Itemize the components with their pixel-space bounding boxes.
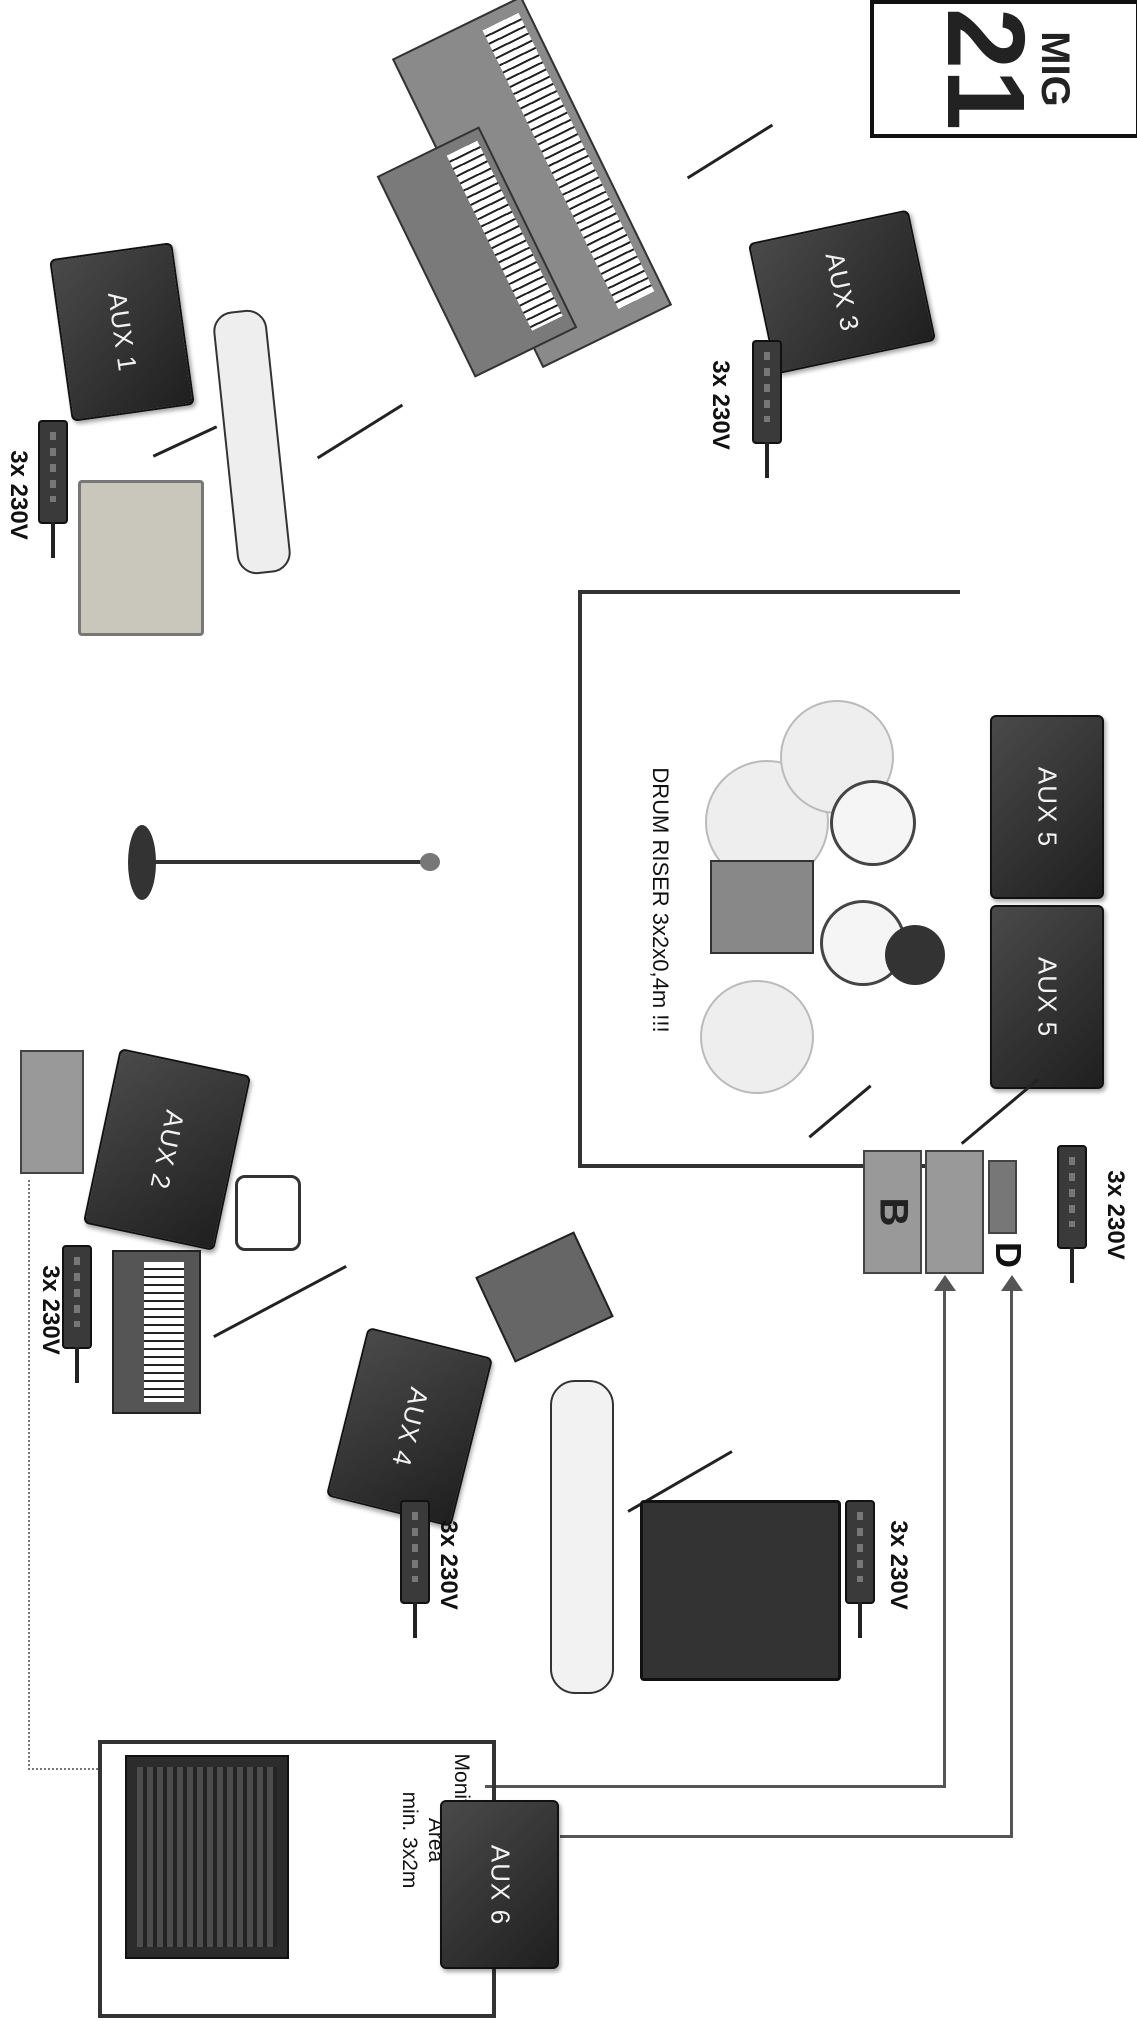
monitor-aux1: AUX 1 (49, 242, 195, 422)
vocal-mic-head (420, 853, 440, 871)
power-strip-left-bottom (62, 1245, 92, 1383)
mic-stand-aux1 (152, 425, 218, 458)
monitor-aux6: AUX 6 (440, 1800, 559, 1969)
cable-line-c-bottom (28, 1768, 98, 1770)
vocal-mic-stand (140, 860, 430, 864)
mixing-desk (125, 1755, 289, 1959)
drum-kit (700, 700, 945, 1094)
stagebox-d-label: D (988, 1242, 1029, 1268)
logo-text-bottom: 21 (924, 7, 1047, 131)
stagebox-small (988, 1160, 1017, 1234)
arrow-b-icon (934, 1275, 956, 1291)
monitor-aux5-a-label: AUX 5 (1032, 766, 1063, 848)
drum-riser (578, 590, 960, 1168)
monitor-aux6-label: AUX 6 (485, 1844, 515, 1925)
mic-stand-keys (686, 123, 774, 180)
cable-line-d-vertical (1010, 1288, 1013, 1838)
monitor-aux4: AUX 4 (325, 1326, 494, 1528)
monitor-aux1-label: AUX 1 (102, 290, 143, 374)
power-label-aux4: 3x 230V (435, 1520, 462, 1610)
power-strip-drums (1057, 1145, 1087, 1283)
vocal-mic-base (128, 825, 156, 900)
monitor-aux2: AUX 2 (82, 1048, 252, 1251)
mic-stand-guitar (316, 403, 404, 460)
power-strip-keys (752, 340, 782, 478)
drum-riser-label: DRUM RISER 3x2x0,4m !!! (648, 767, 673, 1033)
cable-line-b-vertical (943, 1288, 946, 1788)
keyboard-mini (475, 1231, 614, 1363)
power-strip-bass-amp (845, 1500, 875, 1638)
cable-line-b (485, 1785, 945, 1788)
cable-line-d (560, 1835, 1013, 1838)
stagebox-second (925, 1150, 984, 1274)
bass-amp (640, 1500, 841, 1681)
arrow-d-icon (1001, 1275, 1023, 1291)
monitor-aux2-label: AUX 2 (144, 1107, 191, 1192)
power-label-drums: 3x 230V (1102, 1170, 1129, 1260)
monitor-aux5-b: AUX 5 (990, 905, 1104, 1089)
power-strip-left-top (38, 420, 68, 558)
stagebox-b: B (863, 1150, 922, 1274)
monitor-aux5-b-label: AUX 5 (1032, 956, 1063, 1038)
band-logo: MIG 21 (870, 0, 1137, 138)
stagebox-c (20, 1050, 84, 1174)
power-label-keys: 3x 230V (707, 360, 734, 450)
power-label-left-top: 3x 230V (5, 450, 32, 540)
monitor-aux4-label: AUX 4 (385, 1384, 435, 1470)
power-label-left-bottom: 3x 230V (37, 1265, 64, 1355)
power-label-bass-amp: 3x 230V (885, 1520, 912, 1610)
bass-guitar (550, 1380, 614, 1694)
power-strip-aux4 (400, 1500, 430, 1638)
guitar-amp (78, 480, 204, 636)
monitor-aux5-a: AUX 5 (990, 715, 1104, 899)
monitor-area-line3: min. 3x2m (398, 1791, 421, 1889)
keyboard-synth (112, 1250, 201, 1414)
mic-stand-aux2 (213, 1264, 347, 1339)
monitor-aux3-label: AUX 3 (819, 249, 866, 335)
trumpet (235, 1175, 301, 1251)
electric-guitar (211, 307, 293, 577)
cable-line-c (28, 1180, 30, 1770)
